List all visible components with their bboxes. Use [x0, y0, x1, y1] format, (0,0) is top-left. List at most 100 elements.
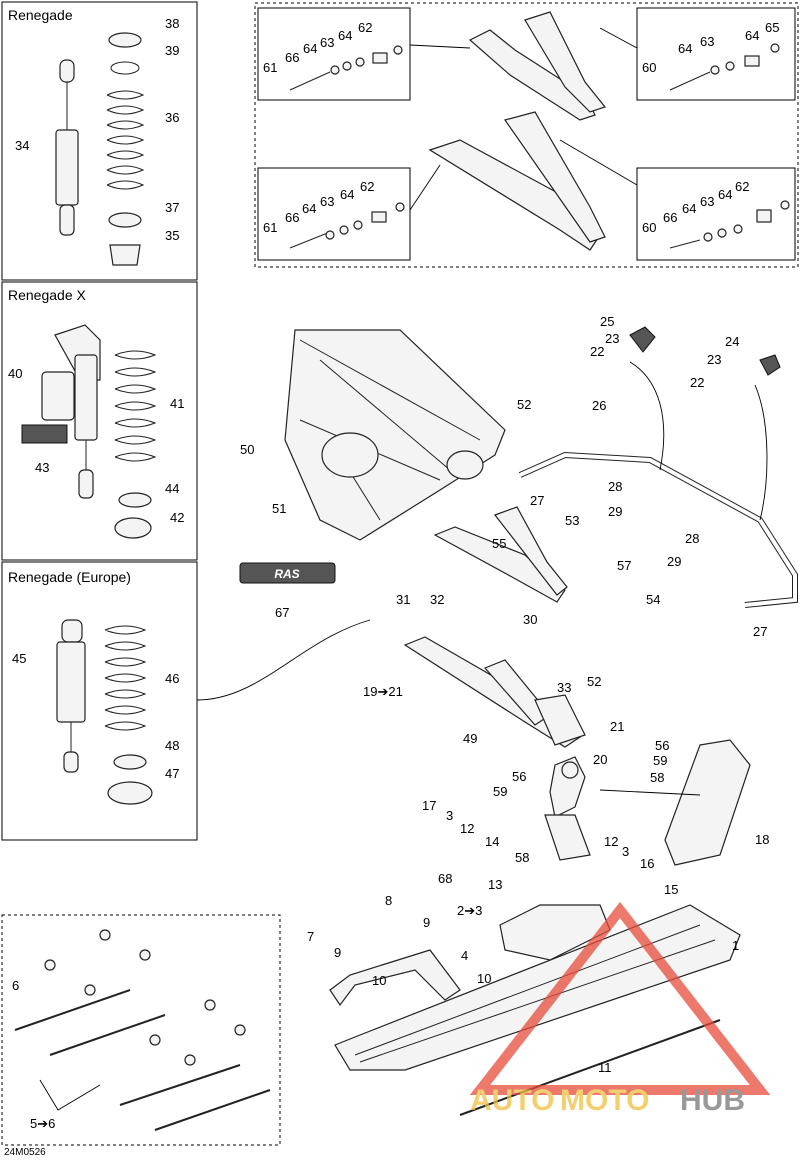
callout-67: 67 [275, 605, 289, 620]
callout-44: 44 [165, 481, 179, 496]
callout-16: 16 [640, 856, 654, 871]
callout-br-64: 64 [718, 187, 732, 202]
renegade-x-spring [114, 350, 157, 539]
callout-59: 59 [653, 753, 667, 768]
callout-43: 43 [35, 460, 49, 475]
callout-tl-64b: 64 [303, 41, 317, 56]
callout-10: 10 [372, 973, 386, 988]
callout-24: 24 [725, 334, 739, 349]
callout-28b: 28 [685, 531, 699, 546]
callout-58: 58 [650, 770, 664, 785]
callout-4: 4 [461, 948, 468, 963]
ras-logo: RAS [239, 562, 336, 584]
callout-41: 41 [170, 396, 184, 411]
callout-52b: 52 [587, 674, 601, 689]
callout-8: 8 [385, 893, 392, 908]
callout-12b: 12 [604, 834, 618, 849]
callout-51: 51 [272, 501, 286, 516]
callout-25: 25 [600, 314, 614, 329]
callout-40: 40 [8, 366, 22, 381]
rear-suspension-arm [433, 506, 568, 603]
callout-2-to-3: 2➔3 [457, 903, 482, 918]
top-assembly-area [254, 2, 799, 268]
callout-29: 29 [608, 504, 622, 519]
callout-br-63: 63 [700, 194, 714, 209]
callout-br-62: 62 [735, 179, 749, 194]
callout-23b: 23 [707, 352, 721, 367]
callout-49: 49 [463, 731, 477, 746]
callout-13: 13 [488, 877, 502, 892]
callout-23: 23 [605, 331, 619, 346]
callout-50: 50 [240, 442, 254, 457]
callout-27: 27 [530, 493, 544, 508]
callout-3b: 3 [622, 844, 629, 859]
callout-48: 48 [165, 738, 179, 753]
callout-55: 55 [492, 536, 506, 551]
panel-title-renegade: Renegade [8, 7, 73, 23]
callout-35: 35 [165, 228, 179, 243]
callout-47: 47 [165, 766, 179, 781]
callout-27b: 27 [753, 624, 767, 639]
callout-br-60: 60 [642, 220, 656, 235]
callout-bl-64b: 64 [302, 201, 316, 216]
ras-logo-text: RAS [274, 567, 299, 581]
callout-14: 14 [485, 834, 499, 849]
callout-12: 12 [460, 821, 474, 836]
callout-19-to-21: 19➔21 [363, 684, 403, 699]
renegade-shock [55, 59, 79, 236]
lower-a-arm [428, 111, 606, 251]
upper-a-arm [468, 11, 607, 121]
callout-59b: 59 [493, 784, 507, 799]
bottom-left-detail-box [257, 167, 411, 261]
ski-runner [459, 1019, 721, 1116]
callout-15: 15 [664, 882, 678, 897]
callout-tr-63: 63 [700, 34, 714, 49]
renegade-x-panel [1, 281, 198, 561]
callout-31: 31 [396, 592, 410, 607]
callout-26: 26 [592, 398, 606, 413]
callout-33: 33 [557, 680, 571, 695]
bottom-right-bolt-stack [669, 200, 790, 249]
bottom-left-bolt-stack [289, 202, 405, 249]
callout-7: 7 [307, 929, 314, 944]
callout-21: 21 [610, 719, 624, 734]
callout-58b: 58 [515, 850, 529, 865]
callout-22: 22 [590, 344, 604, 359]
callout-bl-62: 62 [360, 179, 374, 194]
callout-tl-61: 61 [263, 60, 277, 75]
top-left-detail-box [257, 7, 411, 101]
callout-57: 57 [617, 558, 631, 573]
callout-11: 11 [598, 1060, 612, 1075]
callout-9b: 9 [334, 945, 341, 960]
renegade-europe-panel [1, 561, 198, 841]
renegade-panel [1, 1, 198, 281]
callout-56: 56 [655, 738, 669, 753]
callout-39: 39 [165, 43, 179, 58]
chassis-frame [284, 329, 506, 541]
renegade-europe-spring [104, 625, 153, 805]
callout-9: 9 [423, 915, 430, 930]
callout-52: 52 [517, 397, 531, 412]
top-right-bolt-stack [669, 43, 780, 91]
callout-29b: 29 [667, 554, 681, 569]
callout-17: 17 [422, 798, 436, 813]
callout-53: 53 [565, 513, 579, 528]
callout-34: 34 [15, 138, 29, 153]
callout-37: 37 [165, 200, 179, 215]
callout-bl-63: 63 [320, 194, 334, 209]
callout-68: 68 [438, 871, 452, 886]
callout-3: 3 [446, 808, 453, 823]
top-right-detail-box [636, 7, 796, 101]
panel-title-renegade-x: Renegade X [8, 287, 87, 303]
callout-45: 45 [12, 651, 26, 666]
callout-bl-61: 61 [263, 220, 277, 235]
sway-bar-link [629, 326, 781, 521]
callout-20: 20 [593, 752, 607, 767]
renegade-spring [106, 32, 145, 266]
renegade-europe-shock [56, 619, 86, 773]
callout-36: 36 [165, 110, 179, 125]
runner-detail-area [1, 914, 281, 1146]
ski-mount-arm [329, 949, 461, 1007]
callout-5-to-6: 5➔6 [30, 1116, 55, 1131]
